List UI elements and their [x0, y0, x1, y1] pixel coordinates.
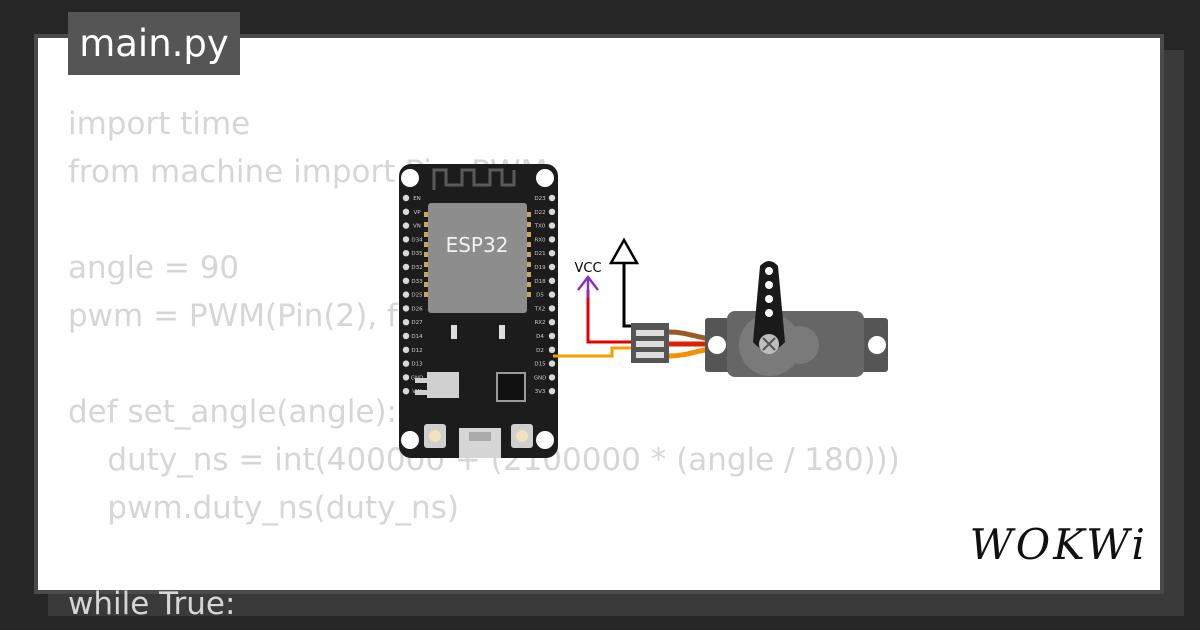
servo-connector[interactable]	[631, 323, 669, 363]
pin-label: D14	[411, 334, 423, 340]
pin-label: D34	[411, 237, 423, 243]
code-line: duty_ns = int(400000 + (2100000 * (angle…	[68, 442, 900, 478]
pin-hole[interactable]	[402, 360, 410, 367]
pin-hole[interactable]	[548, 194, 556, 202]
pin-hole[interactable]	[548, 360, 556, 367]
preview-card	[34, 34, 1164, 594]
pin-label: GND	[534, 375, 547, 381]
mounting-hole-icon	[868, 336, 886, 354]
power-arrow-icon	[608, 237, 640, 265]
pin-label: D25	[411, 293, 423, 299]
code-line: def set_angle(angle):	[68, 394, 398, 430]
board-label: ESP32	[446, 233, 509, 257]
pin-hole[interactable]	[548, 277, 556, 284]
pin-label: D32	[411, 265, 422, 271]
vcc-arrow-icon	[577, 274, 599, 298]
pin-hole[interactable]	[402, 250, 410, 257]
pin-label: VP	[413, 210, 421, 216]
code-line: pwm.duty_ns(duty_ns)	[68, 490, 459, 526]
pin-label: D22	[534, 210, 545, 216]
pin-hole[interactable]	[402, 194, 410, 202]
pin-label: D27	[411, 320, 423, 326]
pin-hole[interactable]	[402, 208, 410, 215]
pin-hole[interactable]	[548, 319, 556, 326]
file-tab[interactable]: main.py	[68, 12, 240, 75]
pin-hole[interactable]	[402, 374, 410, 381]
mounting-hole-icon	[401, 431, 419, 449]
pin-hole[interactable]	[402, 332, 410, 340]
pin-label: D13	[411, 362, 423, 368]
servo-horn[interactable]	[753, 261, 785, 351]
mounting-hole-icon	[401, 169, 419, 187]
pin-label: D35	[411, 251, 423, 257]
usb-chip	[496, 372, 526, 402]
voltage-regulator	[427, 372, 459, 398]
pin-label: D4	[536, 334, 544, 340]
pin-label: RX2	[534, 320, 545, 326]
pin-label: D5	[536, 293, 544, 299]
mounting-hole-icon	[536, 169, 554, 187]
pin-hole[interactable]	[402, 388, 410, 395]
pin-label: D12	[411, 348, 422, 354]
signal-wire[interactable]	[553, 346, 632, 358]
pin-hole[interactable]	[402, 277, 410, 284]
power-wire[interactable]	[586, 290, 632, 344]
pin-hole[interactable]	[548, 236, 556, 243]
pin-label: D23	[534, 196, 546, 202]
ground-wire[interactable]	[622, 262, 632, 328]
antenna-icon	[432, 168, 516, 190]
pin-label: 3V3	[535, 389, 546, 395]
pin-label: D18	[534, 279, 546, 285]
pin-hole[interactable]	[402, 222, 410, 229]
pin-hole[interactable]	[548, 263, 556, 271]
pin-hole[interactable]	[548, 388, 556, 395]
esp32-board[interactable]: ESP32 ENVPVND34D35D32D33D25D26D27D14D12D…	[399, 164, 558, 458]
pin-label: D26	[411, 306, 423, 312]
pin-label: D21	[534, 251, 545, 257]
vcc-label: VCC	[574, 261, 601, 276]
pin-label: D19	[534, 265, 546, 271]
pin-label: D15	[534, 362, 546, 368]
pin-hole[interactable]	[548, 291, 556, 298]
pin-hole[interactable]	[548, 346, 556, 353]
pin-label: GND	[411, 375, 424, 381]
pin-label: EN	[413, 196, 421, 202]
code-line: angle = 90	[68, 250, 240, 286]
wokwi-logo[interactable]: WOKWi	[969, 520, 1148, 569]
pin-label: D2	[536, 348, 544, 354]
pin-label: D33	[411, 279, 423, 285]
pin-hole[interactable]	[548, 222, 556, 229]
vcc-symbol: VCC	[574, 261, 602, 298]
pin-label: VN	[413, 224, 421, 230]
mounting-hole-icon	[536, 431, 554, 449]
pin-hole[interactable]	[402, 236, 410, 243]
pin-hole[interactable]	[548, 208, 556, 215]
pin-hole[interactable]	[548, 250, 556, 257]
pin-hole[interactable]	[402, 291, 410, 298]
pin-hole[interactable]	[402, 305, 410, 312]
pin-hole[interactable]	[548, 332, 556, 340]
pin-label: RX0	[534, 237, 546, 243]
esp32-module	[428, 203, 527, 313]
pin-label: VIN	[412, 389, 422, 395]
pin-hole[interactable]	[402, 319, 410, 326]
code-line: import time	[68, 106, 251, 142]
pin-hole[interactable]	[548, 305, 556, 312]
pin-hole[interactable]	[548, 374, 556, 381]
pin-label: TX0	[534, 224, 546, 230]
mounting-hole-icon	[708, 336, 726, 354]
pin-hole[interactable]	[402, 263, 410, 271]
code-line: while True:	[68, 586, 236, 622]
servo-motor[interactable]	[705, 261, 888, 377]
pin-hole[interactable]	[402, 346, 410, 353]
pin-label: TX2	[534, 306, 546, 312]
